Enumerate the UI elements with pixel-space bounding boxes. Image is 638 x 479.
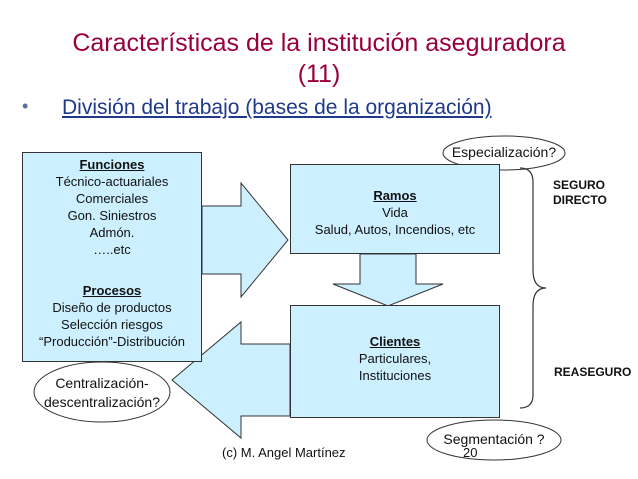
centralizacion-line-1: Centralización- [55,375,149,391]
author-credit: (c) M. Angel Martínez [222,445,346,460]
especializacion-label: Especialización? [451,144,557,160]
down-arrow [332,253,444,307]
left-arrow [171,320,291,440]
segmentacion-ellipse [426,419,562,461]
funciones-item: Admón. [89,225,135,240]
page-number: 20 [463,445,478,460]
reaseguro-label: REASEGURO [554,365,632,379]
seguro-label: SEGURO [553,178,606,192]
clientes-box: Clientes Particulares, Instituciones [290,305,500,418]
ramos-heading: Ramos [373,188,417,203]
centralizacion-ellipse [33,361,171,423]
clientes-item: Particulares, [358,351,432,366]
clientes-item: Instituciones [358,368,432,383]
right-arrow [201,181,289,299]
title-line-2: (11) [297,60,341,88]
procesos-heading: Procesos [82,283,142,298]
funciones-item: Gon. Siniestros [67,208,157,223]
segmentacion-label: Segmentación ? [443,431,545,447]
ramos-item: Salud, Autos, Incendios, etc [314,222,476,237]
spacer [23,258,201,282]
funciones-item: Comerciales [75,191,149,206]
ramos-box: Ramos Vida Salud, Autos, Incendios, etc [290,164,500,254]
procesos-item: “Producción”-Distribución [39,334,185,349]
centralizacion-label: Centralización- descentralización? [34,374,170,412]
funciones-procesos-box: Funciones Técnico-actuariales Comerciale… [22,152,202,362]
title-line-1: Características de la institución asegur… [72,29,566,57]
procesos-item: Diseño de productos [52,300,172,315]
especializacion-ellipse [442,135,566,171]
procesos-item: Selección riesgos [61,317,163,332]
bullet-icon: • [22,96,29,116]
right-brace [519,167,547,409]
centralizacion-line-2: descentralización? [44,394,160,410]
slide-title: Características de la institución asegur… [0,28,638,90]
clientes-heading: Clientes [369,334,421,349]
funciones-item: …..etc [93,242,131,257]
ramos-item: Vida [382,205,408,220]
bullet-text: División del trabajo (bases de la organi… [62,96,492,119]
funciones-item: Técnico-actuariales [55,174,169,189]
directo-label: DIRECTO [553,193,607,207]
funciones-heading: Funciones [79,157,145,172]
